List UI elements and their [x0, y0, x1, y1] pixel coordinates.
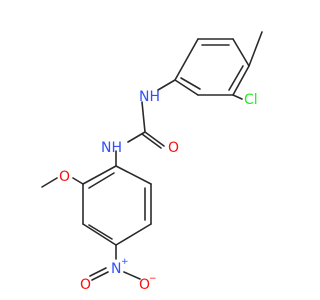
- carbonyl-oxygen-label: O: [168, 140, 179, 156]
- nitro-group: [89, 244, 141, 281]
- nitro-oxygen-right-charge: −: [149, 274, 157, 284]
- structure-svg: NH O NH Cl O N + O − O: [41, 31, 263, 293]
- chloro-bond: [232, 94, 243, 100]
- nh-mid-label: NH: [101, 140, 122, 156]
- methoxy-oxygen-label: O: [59, 169, 70, 185]
- nitro-oxygen-right-label: O: [139, 277, 150, 293]
- nitro-nitrogen-charge: +: [121, 257, 129, 267]
- nitro-nitrogen-label: N: [111, 261, 121, 277]
- chlorine-label: Cl: [244, 92, 258, 108]
- methoxy-group: [41, 177, 84, 188]
- upper-aromatic-ring: [174, 38, 250, 96]
- molecule-diagram: NH O NH Cl O N + O − O: [41, 31, 263, 293]
- nh-top-label: NH: [139, 89, 160, 105]
- urea-linker: [115, 79, 176, 167]
- lower-aromatic-ring: [82, 165, 152, 246]
- methyl-bond: [248, 31, 263, 67]
- nitro-oxygen-left-label: O: [80, 277, 91, 293]
